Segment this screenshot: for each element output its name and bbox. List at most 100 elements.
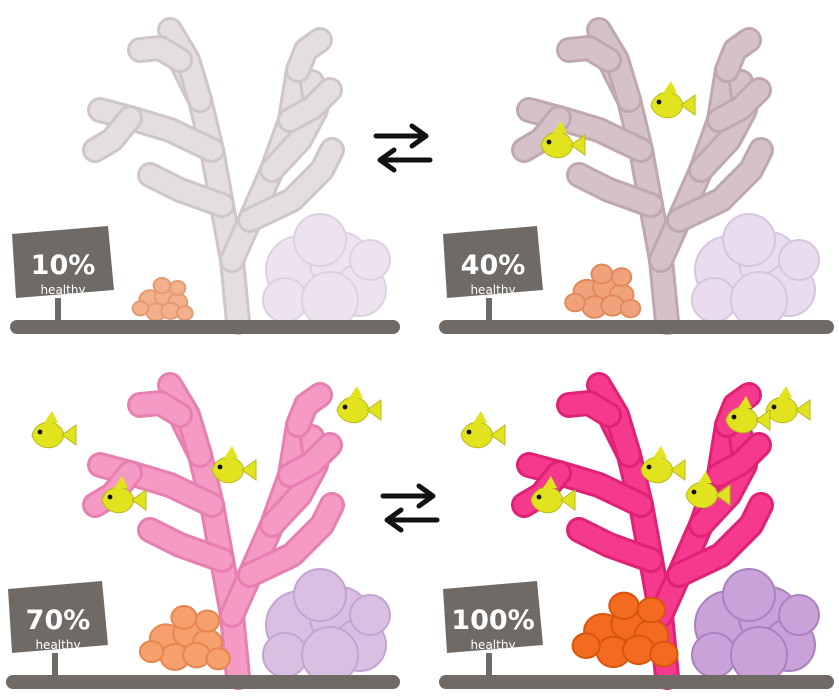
orange-coral-blob [590,263,614,285]
yellow-fish [650,81,696,119]
bidirectional-arrows-icon [368,118,438,178]
yellow-fish [640,446,686,484]
orange-coral-blob [571,632,601,659]
coral-branch [717,30,759,80]
purple-coral-blob [301,271,359,329]
coral-panel-100: 100% healthy [429,355,839,700]
purple-coral-blob [722,213,776,267]
orange-coral-blob [168,279,187,297]
yellow-fish [685,471,731,509]
purple-coral-blob [262,277,308,323]
purple-coral-blob [349,239,391,281]
coral-panel-40: 40% healthy [429,0,839,345]
seabed [439,320,834,334]
health-percent: 40% [461,250,526,281]
seabed [439,675,834,689]
purple-coral [262,213,391,329]
health-sign: 100% healthy [443,581,543,675]
purple-coral [691,213,820,329]
orange-coral-blob [610,267,633,287]
coral-branch [280,80,340,130]
health-sign: 70% healthy [8,581,108,675]
yellow-fish [101,476,147,514]
coral-scene-100: 100% healthy [439,372,834,690]
orange-coral-blob [619,298,642,319]
seabed [10,320,400,334]
health-percent: 100% [451,605,534,636]
purple-coral-blob [301,626,359,684]
orange-coral-blob [152,277,172,295]
coral-branch [85,108,140,160]
coral-branch [288,385,330,435]
orange-coral-blob [608,591,640,621]
yellow-fish [31,411,77,449]
yellow-fish [530,476,576,514]
orange-coral-blob [564,292,586,313]
yellow-fish [765,386,811,424]
orange-coral-blob [182,642,212,669]
health-label: healthy [470,638,515,652]
coral-branch [569,165,661,215]
coral-branch [240,495,342,585]
purple-coral-blob [349,594,391,636]
coral-scene-10: 10% healthy [10,17,400,335]
health-label: healthy [40,283,85,297]
coral-branch [288,30,330,80]
health-sign: 40% healthy [443,226,543,320]
branching-coral [511,372,774,690]
branching-coral [82,17,345,335]
purple-coral-blob [722,568,776,622]
coral-branch [519,100,651,160]
coral-branch [569,520,661,570]
coral-panel-10: 10% healthy [0,0,410,345]
orange-coral [131,277,194,322]
coral-branch [669,495,771,585]
orange-coral-blob [138,640,165,664]
purple-coral-blob [730,626,788,684]
coral-branch [559,38,619,70]
orange-coral [564,263,642,319]
orange-coral-blob [176,305,194,322]
seabed [6,675,400,689]
fish-group [31,386,382,514]
orange-coral-blob [636,596,666,624]
branching-coral [511,17,774,335]
coral-branch [519,455,651,515]
coral-panel-70: 70% healthy [0,355,410,700]
orange-coral-blob [131,300,150,317]
coral-branch [559,393,619,425]
coral-branch [130,393,190,425]
coral-scene-70: 70% healthy [6,372,400,690]
orange-coral [138,605,231,671]
orange-coral-blob [621,634,656,666]
yellow-fish [336,386,382,424]
yellow-fish [460,411,506,449]
coral-branch [709,435,769,485]
coral-branch [140,520,232,570]
bidirectional-arrows-icon [375,478,445,538]
coral-branch [709,80,769,130]
health-label: healthy [35,638,80,652]
purple-coral-blob [730,271,788,329]
yellow-fish [725,396,771,434]
coral-branch [280,435,340,485]
orange-coral [571,591,679,669]
coral-branch [240,140,342,230]
orange-coral-blob [205,647,231,671]
purple-coral-blob [691,277,737,323]
health-sign: 10% healthy [12,226,114,320]
orange-coral-blob [170,605,198,630]
purple-coral [691,568,820,684]
coral-branch [90,100,222,160]
health-percent: 70% [26,605,91,636]
health-label: healthy [470,283,515,297]
coral-scene-40: 40% healthy [439,17,834,335]
purple-coral-blob [293,213,347,267]
coral-branch [130,38,190,70]
purple-coral-blob [778,239,820,281]
fish-group [460,386,811,514]
purple-coral-blob [293,568,347,622]
purple-coral [262,568,391,684]
purple-coral-blob [262,632,308,678]
purple-coral-blob [778,594,820,636]
